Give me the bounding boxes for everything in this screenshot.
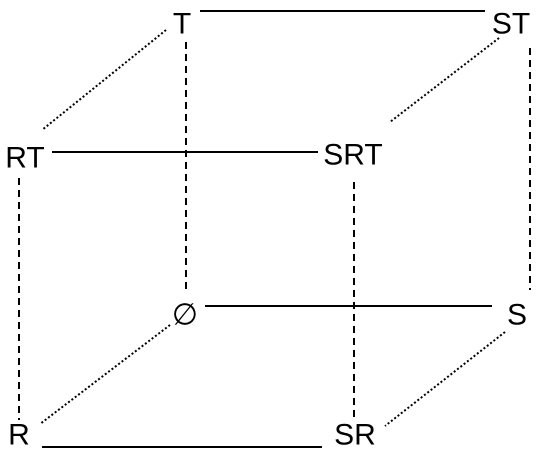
node-label-sr: SR — [334, 419, 376, 452]
node-label-t: T — [173, 8, 191, 41]
node-label-r: R — [8, 419, 30, 452]
node-label-st: ST — [492, 8, 530, 41]
edge-empty-r — [39, 324, 171, 425]
node-label-s: S — [507, 299, 527, 332]
edge-t-rt — [41, 29, 167, 131]
node-label-empty-set: ∅ — [172, 299, 198, 332]
edge-s-sr — [384, 331, 506, 427]
node-label-srt: SRT — [323, 139, 382, 172]
edge-st-srt — [389, 37, 500, 123]
node-label-rt: RT — [5, 142, 44, 175]
